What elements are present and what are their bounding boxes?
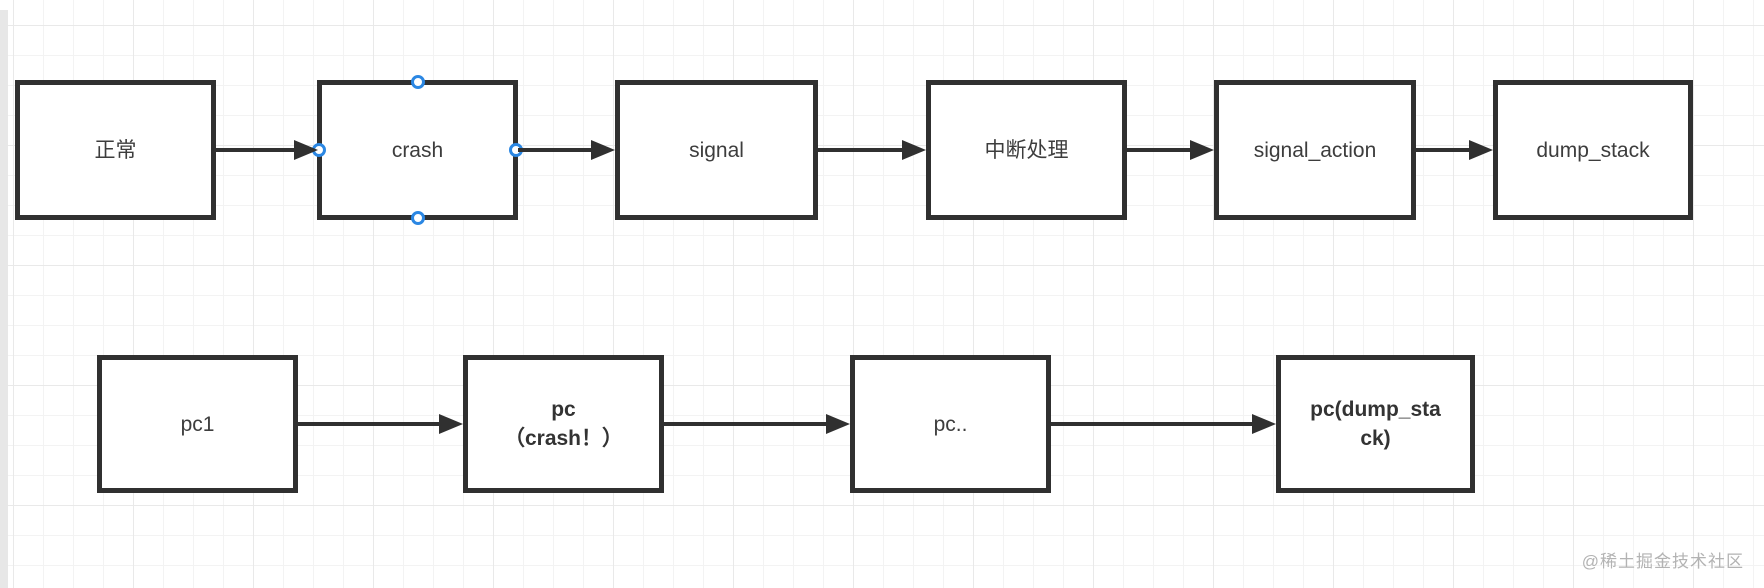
node-label-line1: pc(dump_sta	[1310, 398, 1441, 421]
edge-line	[1416, 148, 1477, 152]
node-label-line1: pc	[551, 398, 576, 421]
node-pc1[interactable]: pc1	[97, 355, 298, 493]
node-label: 中断处理	[984, 138, 1069, 162]
node-label: 正常	[94, 138, 137, 162]
arrowhead-icon	[1469, 140, 1493, 160]
edge-line	[818, 148, 910, 152]
edge-pccrash-pcdots[interactable]	[664, 413, 850, 435]
arrowhead-icon	[294, 140, 318, 160]
edge-signal-interrupt[interactable]	[818, 139, 926, 161]
edge-normal-crash[interactable]	[216, 139, 318, 161]
edge-line	[298, 422, 447, 426]
node-label: pc(dump_sta ck)	[1310, 395, 1441, 453]
node-crash[interactable]: crash	[312, 75, 523, 225]
node-signal-action[interactable]: signal_action	[1214, 80, 1416, 220]
edge-interrupt-signalaction[interactable]	[1127, 139, 1214, 161]
node-label-line2: ck)	[1360, 427, 1391, 450]
edge-signalaction-dumpstack[interactable]	[1416, 139, 1493, 161]
node-label: signal_action	[1253, 138, 1377, 162]
node-label: pc1	[180, 412, 215, 436]
node-signal[interactable]: signal	[615, 80, 818, 220]
node-dump-stack[interactable]: dump_stack	[1493, 80, 1693, 220]
arrowhead-icon	[591, 140, 615, 160]
node-normal[interactable]: 正常	[15, 80, 216, 220]
node-pc-crash[interactable]: pc （crash！）	[463, 355, 664, 493]
connection-handle-top[interactable]	[410, 75, 425, 89]
edge-pcdots-pcdumpstack[interactable]	[1051, 413, 1276, 435]
edge-line	[1051, 422, 1260, 426]
arrowhead-icon	[826, 414, 850, 434]
node-label: pc （crash！）	[504, 395, 623, 453]
edge-line	[518, 148, 599, 152]
edge-line	[664, 422, 834, 426]
node-pc-dots[interactable]: pc..	[850, 355, 1051, 493]
node-interrupt-handler[interactable]: 中断处理	[926, 80, 1127, 220]
node-label: pc..	[933, 412, 968, 436]
arrowhead-icon	[1190, 140, 1214, 160]
edge-crash-signal[interactable]	[518, 139, 615, 161]
connection-handle-bottom[interactable]	[410, 211, 425, 225]
arrowhead-icon	[439, 414, 463, 434]
node-label: dump_stack	[1536, 138, 1650, 162]
arrowhead-icon	[1252, 414, 1276, 434]
juejin-watermark: @稀土掘金技术社区	[1581, 552, 1744, 571]
edge-pc1-pccrash[interactable]	[298, 413, 463, 435]
node-label-line2: （crash！）	[503, 427, 624, 450]
canvas-left-edge	[0, 10, 8, 588]
node-label: crash	[391, 138, 444, 162]
node-pc-dump-stack[interactable]: pc(dump_sta ck)	[1276, 355, 1475, 493]
arrowhead-icon	[902, 140, 926, 160]
edge-line	[216, 148, 302, 152]
node-label: signal	[689, 138, 744, 162]
edge-line	[1127, 148, 1198, 152]
